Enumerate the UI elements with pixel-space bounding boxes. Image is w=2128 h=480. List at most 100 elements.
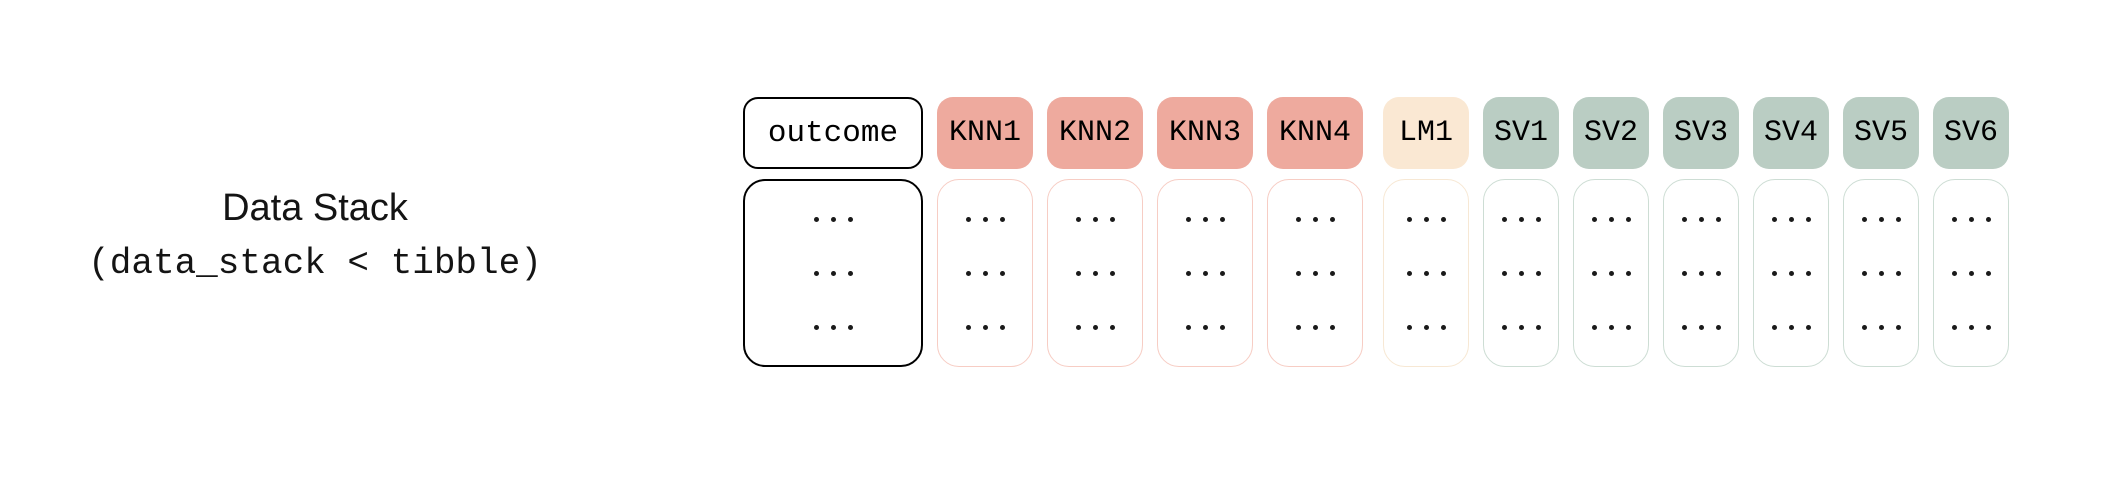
ellipsis-row <box>1681 324 1721 330</box>
ellipsis-row <box>1185 270 1225 276</box>
ellipsis-dot-icon <box>1985 216 1991 222</box>
ellipsis-row <box>1075 270 1115 276</box>
column-header-sv3: SV3 <box>1663 97 1739 169</box>
ellipsis-row <box>1681 216 1721 222</box>
ellipsis-dot-icon <box>1295 216 1301 222</box>
ellipsis-dot-icon <box>1518 324 1524 330</box>
ellipsis-dot-icon <box>1109 270 1115 276</box>
ellipsis-row <box>1951 324 1991 330</box>
ellipsis-dot-icon <box>1109 216 1115 222</box>
column-body-sv1 <box>1483 179 1559 367</box>
ellipsis-dot-icon <box>999 270 1005 276</box>
ellipsis-dot-icon <box>1861 324 1867 330</box>
ellipsis-dot-icon <box>1423 216 1429 222</box>
ellipsis-dot-icon <box>830 324 836 330</box>
ellipsis-dot-icon <box>830 270 836 276</box>
ellipsis-row <box>1075 216 1115 222</box>
ellipsis-dot-icon <box>1518 270 1524 276</box>
ellipsis-dot-icon <box>1312 324 1318 330</box>
ellipsis-dot-icon <box>1771 270 1777 276</box>
ellipsis-dot-icon <box>1406 324 1412 330</box>
ellipsis-row <box>1861 324 1901 330</box>
stack-column-sv1: SV1 <box>1483 97 1559 367</box>
ellipsis-dot-icon <box>1805 216 1811 222</box>
column-body-outcome <box>743 179 923 367</box>
ellipsis-dot-icon <box>1895 324 1901 330</box>
data-stack-title: Data Stack <box>222 187 408 229</box>
ellipsis-row <box>1861 270 1901 276</box>
stack-column-outcome: outcome <box>743 97 923 367</box>
ellipsis-dot-icon <box>1698 216 1704 222</box>
column-body-knn4 <box>1267 179 1363 367</box>
column-body-sv5 <box>1843 179 1919 367</box>
column-header-outcome: outcome <box>743 97 923 169</box>
ellipsis-dot-icon <box>1878 324 1884 330</box>
ellipsis-dot-icon <box>1075 216 1081 222</box>
ellipsis-row <box>1771 324 1811 330</box>
column-header-sv2: SV2 <box>1573 97 1649 169</box>
column-header-sv5: SV5 <box>1843 97 1919 169</box>
ellipsis-dot-icon <box>1625 216 1631 222</box>
ellipsis-dot-icon <box>1681 216 1687 222</box>
ellipsis-dot-icon <box>1092 216 1098 222</box>
ellipsis-row <box>1861 216 1901 222</box>
column-body-sv2 <box>1573 179 1649 367</box>
ellipsis-dot-icon <box>1092 324 1098 330</box>
ellipsis-row <box>1406 324 1446 330</box>
ellipsis-dot-icon <box>1771 216 1777 222</box>
column-body-lm1 <box>1383 179 1469 367</box>
stack-column-sv2: SV2 <box>1573 97 1649 367</box>
ellipsis-dot-icon <box>982 324 988 330</box>
ellipsis-dot-icon <box>1219 270 1225 276</box>
ellipsis-dot-icon <box>1591 324 1597 330</box>
ellipsis-dot-icon <box>1109 324 1115 330</box>
ellipsis-dot-icon <box>847 216 853 222</box>
data-stack-table: outcome KNN1 KNN2 KNN3 KNN4 LM1 SV1 SV2 … <box>743 97 2009 367</box>
ellipsis-row <box>813 324 853 330</box>
ellipsis-dot-icon <box>1788 324 1794 330</box>
ellipsis-row <box>1681 270 1721 276</box>
ellipsis-dot-icon <box>830 216 836 222</box>
ellipsis-dot-icon <box>1295 324 1301 330</box>
ellipsis-dot-icon <box>1951 324 1957 330</box>
ellipsis-row <box>1406 270 1446 276</box>
ellipsis-dot-icon <box>1406 216 1412 222</box>
ellipsis-dot-icon <box>1406 270 1412 276</box>
ellipsis-dot-icon <box>1861 216 1867 222</box>
ellipsis-dot-icon <box>1698 324 1704 330</box>
ellipsis-row <box>1771 270 1811 276</box>
ellipsis-dot-icon <box>1895 216 1901 222</box>
ellipsis-dot-icon <box>1805 324 1811 330</box>
ellipsis-dot-icon <box>1329 324 1335 330</box>
ellipsis-dot-icon <box>1968 324 1974 330</box>
ellipsis-dot-icon <box>1895 270 1901 276</box>
ellipsis-dot-icon <box>1501 270 1507 276</box>
column-body-sv3 <box>1663 179 1739 367</box>
ellipsis-row <box>1591 324 1631 330</box>
ellipsis-row <box>965 324 1005 330</box>
ellipsis-dot-icon <box>965 324 971 330</box>
stack-column-knn2: KNN2 <box>1047 97 1143 367</box>
ellipsis-row <box>1771 216 1811 222</box>
ellipsis-row <box>1295 324 1335 330</box>
ellipsis-dot-icon <box>1202 270 1208 276</box>
stack-column-knn1: KNN1 <box>937 97 1033 367</box>
ellipsis-dot-icon <box>813 270 819 276</box>
stack-column-sv3: SV3 <box>1663 97 1739 367</box>
ellipsis-dot-icon <box>1968 216 1974 222</box>
ellipsis-dot-icon <box>1625 270 1631 276</box>
data-stack-caption: Data Stack (data_stack < tibble) <box>55 186 575 285</box>
stack-column-lm1: LM1 <box>1383 97 1469 367</box>
ellipsis-dot-icon <box>1202 216 1208 222</box>
ellipsis-dot-icon <box>1501 216 1507 222</box>
ellipsis-dot-icon <box>1312 270 1318 276</box>
ellipsis-dot-icon <box>1715 324 1721 330</box>
ellipsis-row <box>1185 324 1225 330</box>
ellipsis-dot-icon <box>999 324 1005 330</box>
ellipsis-row <box>1295 270 1335 276</box>
ellipsis-dot-icon <box>1501 324 1507 330</box>
ellipsis-dot-icon <box>1202 324 1208 330</box>
ellipsis-dot-icon <box>965 270 971 276</box>
ellipsis-dot-icon <box>1075 324 1081 330</box>
ellipsis-dot-icon <box>1968 270 1974 276</box>
